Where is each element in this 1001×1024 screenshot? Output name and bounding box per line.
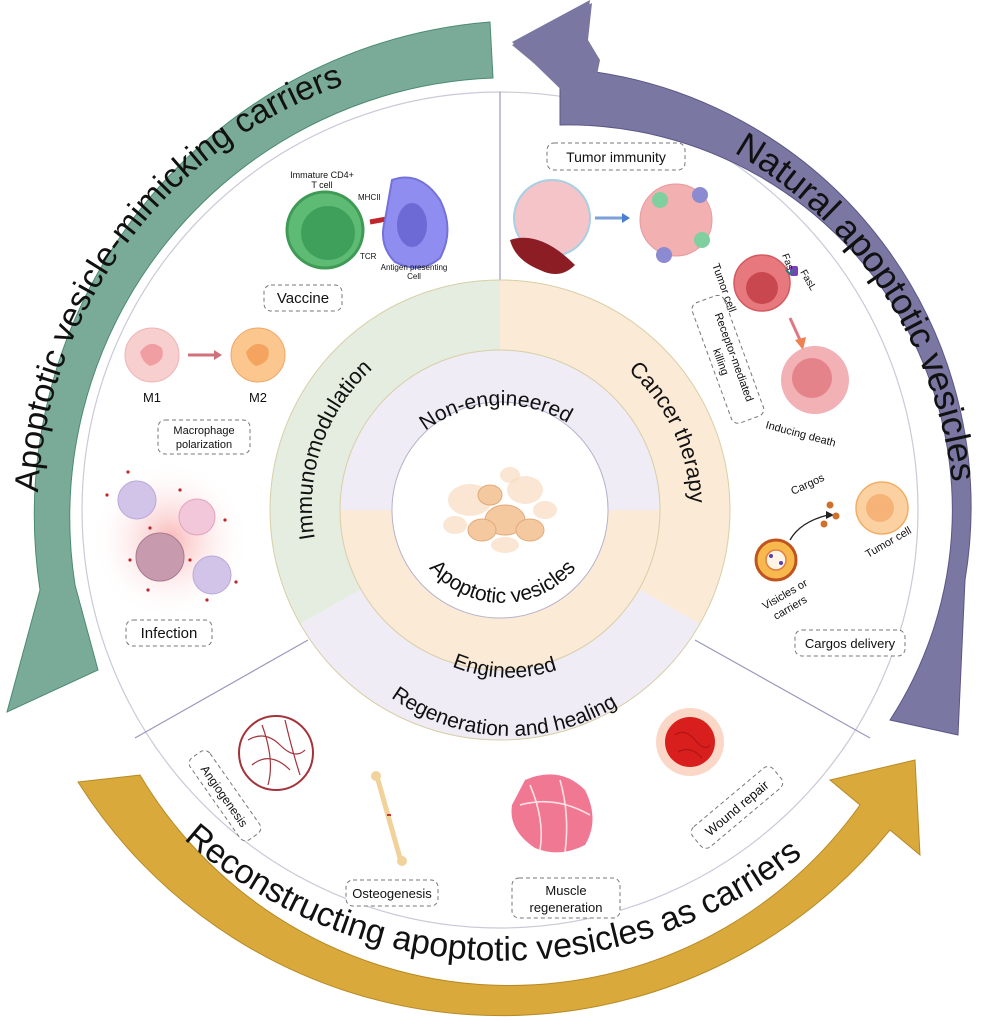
svg-text:regeneration: regeneration: [530, 900, 603, 915]
bone-icon: [371, 771, 407, 866]
tumor-immunity-box: Tumor immunity: [546, 142, 686, 171]
arrow-icon: [788, 317, 802, 341]
vaccine-box: Vaccine: [263, 284, 343, 312]
svg-text:polarization: polarization: [176, 439, 232, 451]
vaccine-illustration: Immature CD4+ T cell MHCII TCR Antigen p…: [285, 170, 449, 281]
svg-text:TCR: TCR: [360, 252, 377, 261]
infection-illustration: [90, 460, 250, 620]
fas-receptor-icon: [785, 269, 795, 276]
inner-ring-border: [339, 349, 661, 671]
wound-icon: [656, 708, 724, 776]
svg-text:Osteogenesis: Osteogenesis: [352, 886, 432, 901]
macrophage-box: Macrophage polarization: [157, 419, 251, 455]
divider-right: [694, 639, 871, 739]
muscle-regeneration-box: Muscle regeneration: [511, 877, 621, 919]
cargo-delivery-box: Cargos delivery: [794, 629, 906, 657]
infection-box: Infection: [125, 619, 213, 647]
application-ring-border: [269, 279, 731, 741]
svg-text:Cell: Cell: [407, 272, 421, 281]
svg-text:Muscle: Muscle: [545, 883, 586, 898]
svg-text:Immature CD4+: Immature CD4+: [290, 170, 354, 180]
svg-text:Cargos delivery: Cargos delivery: [805, 636, 896, 651]
cargo-icon: [826, 501, 834, 509]
svg-text:T cell: T cell: [311, 180, 332, 190]
svg-text:Fas: Fas: [779, 252, 795, 271]
svg-text:Vaccine: Vaccine: [277, 290, 329, 307]
muscle-tissue-icon: [511, 774, 593, 853]
arrow-icon: [789, 514, 829, 541]
svg-text:MHCII: MHCII: [358, 193, 381, 202]
natural-arrow: [512, 0, 972, 736]
mimicking-arrow: [6, 21, 494, 713]
apoptotic-vesicles-icon: [443, 467, 557, 553]
svg-text:Infection: Infection: [141, 625, 198, 642]
svg-text:Macrophage: Macrophage: [173, 425, 234, 437]
macrophage-illustration: M1 M2: [124, 327, 286, 405]
divider-left: [134, 639, 309, 739]
blood-vessel-icon: [510, 237, 575, 274]
receptor-killing-illustration: Fas FasL Tumor cell Inducing death: [709, 252, 849, 450]
osteogenesis-box: Osteogenesis: [345, 879, 439, 907]
reconstructing-arrow: [77, 759, 921, 1017]
svg-text:Antigen presenting: Antigen presenting: [381, 263, 448, 272]
vascular-network-icon: [238, 715, 314, 791]
tumor-immunity-illustration: [510, 179, 713, 274]
receptor-killing-box: Receptor-mediated killing: [691, 294, 765, 424]
angiogenesis-illustration: [238, 715, 314, 791]
svg-text:M2: M2: [249, 390, 267, 405]
svg-text:Tumor immunity: Tumor immunity: [566, 149, 666, 165]
svg-text:M1: M1: [143, 390, 161, 405]
